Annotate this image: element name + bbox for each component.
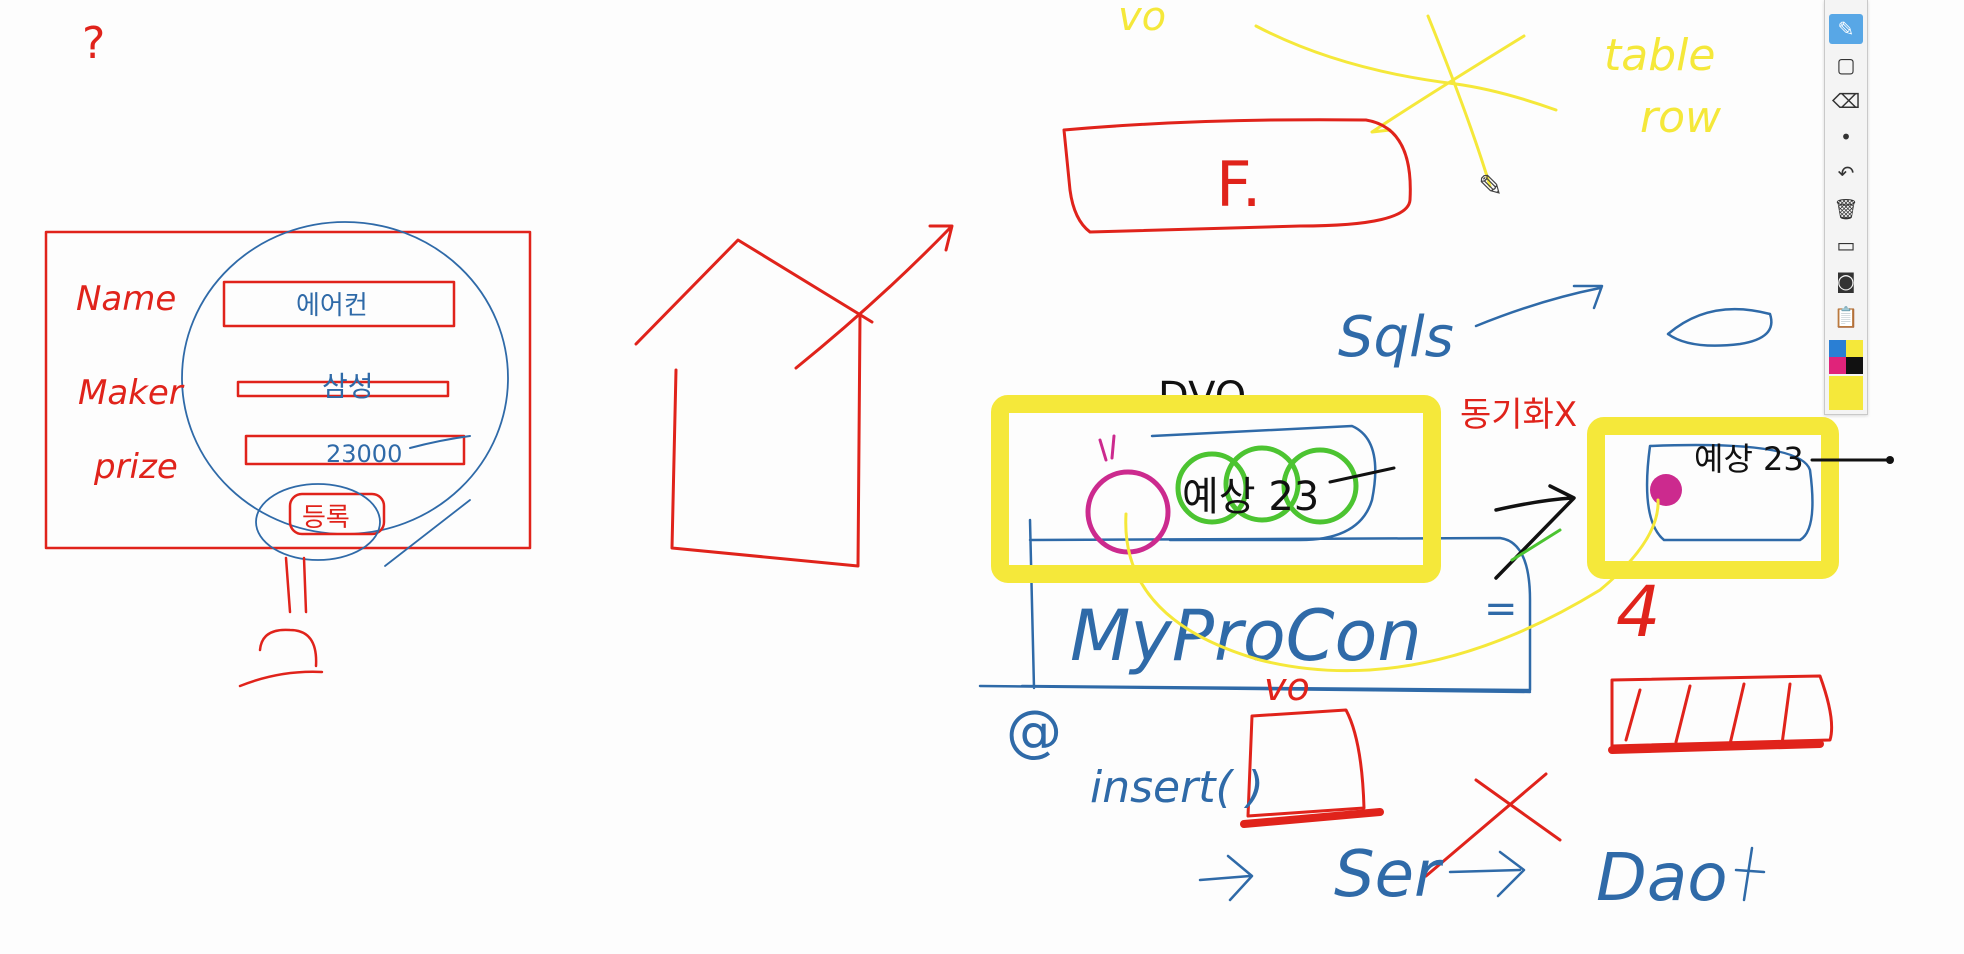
table-sketch bbox=[1610, 674, 1834, 748]
trash-icon[interactable]: 🗑 bbox=[1833, 197, 1859, 221]
sync-note: 동기화X bbox=[1460, 395, 1577, 435]
color-swatch[interactable] bbox=[1829, 340, 1846, 357]
label-price: prize bbox=[93, 447, 178, 487]
green-scribble-1 bbox=[1175, 451, 1249, 525]
green-stroke bbox=[1510, 528, 1562, 562]
red-x bbox=[1424, 772, 1562, 878]
input-maker bbox=[236, 380, 450, 398]
blue-top-loop bbox=[1666, 307, 1773, 347]
yesang-left: 예상 23 bbox=[1182, 474, 1319, 520]
input-name-value: 에어컨 bbox=[296, 291, 368, 321]
yellow-highlight-right bbox=[1587, 417, 1839, 579]
house-arrow bbox=[794, 224, 954, 370]
magenta-circle-right bbox=[1650, 474, 1682, 506]
clipboard-icon[interactable]: 📋 bbox=[1833, 305, 1859, 329]
marker-icon[interactable]: ✎ bbox=[1829, 14, 1863, 44]
input-name bbox=[222, 280, 456, 328]
magenta-mark bbox=[1098, 434, 1116, 462]
label-maker: Maker bbox=[78, 373, 185, 413]
vo-pill-left bbox=[1150, 424, 1377, 542]
color-swatches bbox=[1829, 340, 1863, 410]
at-sign: @ bbox=[1006, 699, 1062, 764]
current-color-swatch[interactable] bbox=[1829, 376, 1863, 410]
input-price-value: 23000 bbox=[326, 440, 402, 468]
color-swatch[interactable] bbox=[1829, 357, 1846, 374]
color-swatch[interactable] bbox=[1846, 357, 1863, 374]
black-line-left bbox=[1328, 466, 1396, 484]
vo-box bbox=[1246, 708, 1366, 818]
question-mark: ? bbox=[82, 18, 105, 69]
label-name: Name bbox=[76, 279, 176, 319]
submit-button-label: 등록 bbox=[302, 503, 350, 533]
row-label: row bbox=[1640, 92, 1722, 143]
arrow-to-ser bbox=[1198, 854, 1254, 902]
f-box bbox=[1062, 118, 1412, 234]
board-icon[interactable]: ▭ bbox=[1836, 233, 1856, 257]
eraser-icon[interactable]: ⌫ bbox=[1831, 89, 1861, 113]
camera-icon[interactable]: ◙ bbox=[1836, 269, 1856, 293]
f-box-text: F. bbox=[1216, 148, 1261, 221]
right-dot bbox=[1886, 456, 1894, 464]
sqls-arrow bbox=[1474, 284, 1604, 328]
drawing-toolbar: ✎ ▢ ⌫ • ↶ 🗑 ▭ ◙ 📋 bbox=[1824, 0, 1868, 415]
undo-icon[interactable]: ↶ bbox=[1837, 161, 1855, 185]
down-arrow-head bbox=[238, 628, 324, 688]
yellow-cross bbox=[1254, 14, 1558, 188]
dao-label: Dao bbox=[1596, 839, 1728, 916]
blue-pill-right bbox=[1645, 443, 1814, 542]
vo-box-underline bbox=[1240, 808, 1384, 828]
arrow-to-dao bbox=[1448, 850, 1526, 898]
button-circle-annotation bbox=[255, 483, 381, 561]
dot-icon[interactable]: • bbox=[1840, 125, 1852, 149]
green-scribble-3 bbox=[1281, 447, 1359, 525]
yesang-right: 예상 23 bbox=[1694, 440, 1804, 478]
arrow-after-dao bbox=[1734, 846, 1766, 902]
four-label: 4 bbox=[1616, 571, 1661, 653]
insert-label: insert( ) bbox=[1090, 762, 1264, 813]
button-slash bbox=[384, 499, 471, 567]
input-maker-value: 삼성 bbox=[322, 370, 374, 403]
color-swatch[interactable] bbox=[1846, 340, 1863, 357]
rectangle-icon[interactable]: ▢ bbox=[1836, 53, 1856, 77]
table-underline bbox=[1608, 740, 1824, 754]
yellow-connector-curve bbox=[1124, 498, 1660, 673]
sqls-label: Sqls bbox=[1338, 305, 1454, 370]
mypro-container bbox=[978, 518, 1532, 694]
price-squiggle bbox=[409, 435, 471, 449]
black-arrow bbox=[1494, 484, 1576, 580]
vo-mid-label: vo bbox=[1264, 665, 1310, 709]
pencil-cursor-icon: ✎ bbox=[1478, 169, 1503, 204]
vo-top-label: vo bbox=[1118, 0, 1166, 40]
table-label: table bbox=[1604, 30, 1715, 81]
house-sketch bbox=[634, 238, 874, 568]
input-price bbox=[244, 434, 466, 466]
down-arrow-lines bbox=[284, 556, 308, 614]
submit-button-sketch bbox=[288, 492, 386, 536]
green-scribble-2 bbox=[1223, 445, 1301, 523]
equals-sign: = bbox=[1484, 586, 1518, 632]
ser-label: Ser bbox=[1334, 838, 1444, 912]
mypro-label: MyProCon bbox=[1070, 595, 1422, 677]
yellow-highlight-left bbox=[991, 395, 1441, 583]
